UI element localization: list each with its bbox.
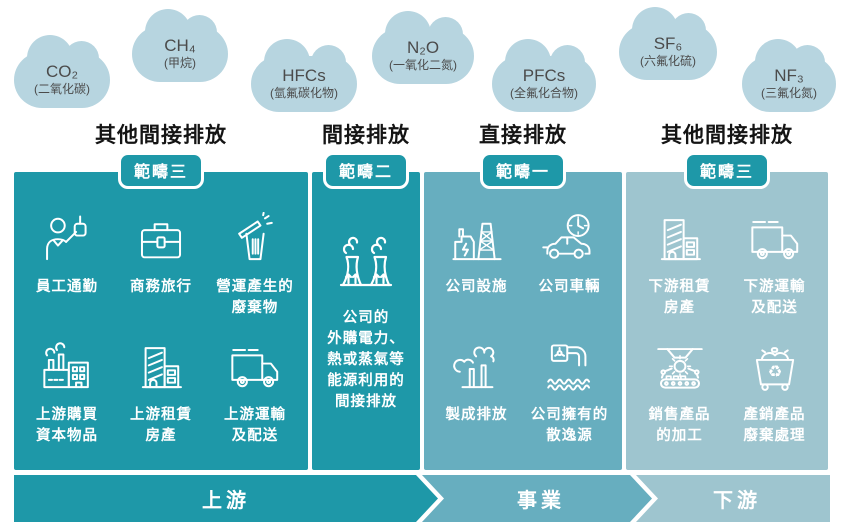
- emission-label: 上游購買 資本物品: [36, 407, 98, 445]
- emission-item: 上游租賃 房產: [114, 334, 208, 462]
- gas-cloud-sf6: SF₆ (六氟化硫): [619, 7, 717, 80]
- briefcase-icon: [140, 223, 182, 259]
- flow-label: 下游: [713, 490, 761, 512]
- disposal-icon: ♻: [755, 347, 794, 391]
- emission-label: 公司設施: [445, 279, 508, 295]
- emission-item: 公司的 外購電力、 熱或蒸氣等 能源利用的 間接排放: [312, 172, 420, 470]
- emission-item: 製成排放: [430, 334, 523, 462]
- scope-panel: 公司設施 公司車輛: [424, 172, 622, 470]
- truck-icon: [231, 348, 279, 388]
- scope-header: 間接排放: [322, 124, 410, 147]
- scope-header: 其他間接排放: [661, 124, 793, 147]
- gas-formula: CH₄: [164, 35, 196, 55]
- building-icon: [660, 219, 701, 261]
- emission-item: 員工通勤: [20, 206, 114, 334]
- scope-badge: 範疇一: [479, 152, 566, 189]
- emission-label: 營運產生的 廢棄物: [216, 279, 294, 317]
- gas-name: (三氟化氮): [761, 86, 817, 101]
- scope-board: 其他間接排放 範疇三 員工通勤: [14, 119, 830, 470]
- gas-cloud-hfcs: HFCs (氫氟碳化物): [251, 39, 357, 112]
- emission-label: 商務旅行: [130, 279, 192, 295]
- emission-label: 公司擁有的 散逸源: [530, 407, 609, 445]
- emission-label: 公司的 外購電力、 熱或蒸氣等 能源利用的 間接排放: [327, 310, 405, 411]
- emission-label: 上游運輸 及配送: [224, 407, 286, 445]
- car-clock-icon: [541, 214, 590, 259]
- emission-item: 銷售產品 的加工: [632, 334, 727, 462]
- scope-header: 直接排放: [479, 124, 567, 147]
- scope1-column: 直接排放 範疇一 公司設施: [424, 119, 622, 470]
- gas-cloud-n2o: N₂O (一氧化二氮): [372, 11, 474, 84]
- flow-upstream: 上游: [14, 475, 438, 522]
- fugitive-source-icon: [546, 344, 590, 391]
- scope-badge: 範疇三: [117, 152, 204, 189]
- flow-operations: 事業: [422, 475, 652, 522]
- emission-item: 公司設施: [430, 206, 523, 334]
- scope3-upstream-column: 其他間接排放 範疇三 員工通勤: [14, 119, 308, 470]
- gas-formula: NF₃: [774, 65, 804, 85]
- processing-icon: [656, 348, 703, 389]
- gas-name: (二氧化碳): [34, 82, 90, 97]
- gas-name: (甲烷): [164, 56, 196, 71]
- gas-name: (六氟化硫): [640, 54, 696, 69]
- emission-label: 上游租賃 房產: [130, 407, 192, 445]
- gas-cloud-co2: CO₂ (二氧化碳): [14, 35, 110, 108]
- emission-item: 公司車輛: [523, 206, 616, 334]
- emission-item: 下游運輸 及配送: [727, 206, 822, 334]
- gas-cloud-pfcs: PFCs (全氟化合物): [492, 39, 596, 112]
- gas-formula: N₂O: [406, 37, 440, 57]
- scope2-column: 間接排放 範疇二 公司的 外購電力、 熱或蒸氣等 能源利用的 間接排放: [312, 119, 420, 470]
- gas-formula: HFCs: [282, 65, 326, 85]
- flow-label: 上游: [202, 490, 250, 512]
- scope-panel: 下游租賃 房產 下游運輸 及配送: [626, 172, 828, 470]
- flow-label: 事業: [517, 490, 565, 512]
- truck-icon: [750, 220, 798, 260]
- facility-icon: [451, 222, 502, 261]
- factory-icon: [43, 342, 89, 389]
- scope-badge: 範疇二: [322, 152, 409, 189]
- emission-item: 公司擁有的 散逸源: [523, 334, 616, 462]
- emission-item: ♻ 產銷產品 廢棄處理: [727, 334, 822, 462]
- power-plant-icon: [339, 236, 393, 287]
- gas-cloud-nf3: NF₃ (三氟化氮): [742, 39, 836, 112]
- emission-item: 上游購買 資本物品: [20, 334, 114, 462]
- emission-label: 員工通勤: [36, 279, 98, 295]
- gas-name: (全氟化合物): [510, 86, 578, 101]
- emission-label: 公司車輛: [538, 279, 601, 295]
- emission-label: 銷售產品 的加工: [648, 407, 711, 445]
- gas-formula: PFCs: [522, 65, 566, 85]
- emission-item: 商務旅行: [114, 206, 208, 334]
- scope3-downstream-column: 其他間接排放 範疇三 下游租賃 房產: [626, 119, 828, 470]
- emission-item: 上游運輸 及配送: [208, 334, 302, 462]
- emission-label: 下游租賃 房產: [648, 279, 711, 317]
- scope-header: 其他間接排放: [95, 124, 227, 147]
- scope-panel: 員工通勤 商務旅行: [14, 172, 308, 470]
- value-chain-flow: 上游 事業 下游: [14, 475, 830, 522]
- scope-badge: 範疇三: [683, 152, 770, 189]
- flow-downstream: 下游: [636, 475, 830, 522]
- trash-icon: [238, 212, 273, 261]
- building-icon: [141, 347, 182, 389]
- emission-item: 下游租賃 房產: [632, 206, 727, 334]
- emission-label: 下游運輸 及配送: [743, 279, 806, 317]
- gas-name: (氫氟碳化物): [270, 86, 338, 101]
- gas-cloud-ch4: CH₄ (甲烷): [132, 9, 228, 82]
- scope-panel: 公司的 外購電力、 熱或蒸氣等 能源利用的 間接排放: [312, 172, 420, 470]
- emission-label: 製成排放: [445, 407, 508, 423]
- emission-item: 營運產生的 廢棄物: [208, 206, 302, 334]
- gas-formula: CO₂: [45, 61, 79, 81]
- emission-label: 產銷產品 廢棄處理: [743, 407, 806, 445]
- commuter-icon: [46, 215, 87, 261]
- gas-name: (一氧化二氮): [389, 58, 457, 73]
- gas-formula: SF₆: [653, 33, 683, 53]
- svg-text:♻: ♻: [767, 363, 782, 381]
- process-emission-icon: [452, 346, 495, 389]
